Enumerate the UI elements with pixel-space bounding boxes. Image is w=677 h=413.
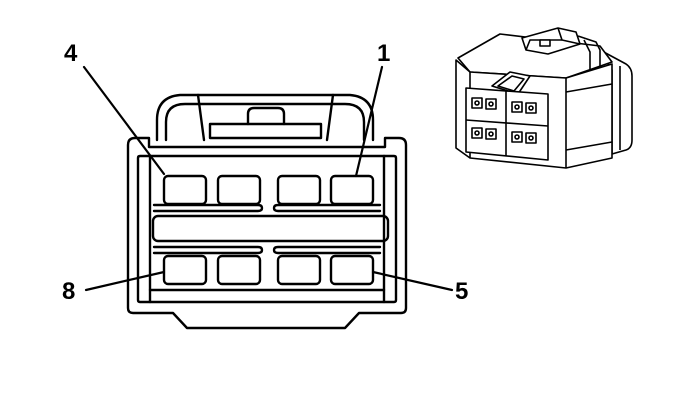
terminal-cavity-2	[276, 174, 322, 206]
leader-line-8	[84, 270, 166, 292]
connector-outer-body	[126, 136, 408, 330]
center-rib	[151, 214, 390, 243]
pin-label-4: 4	[64, 40, 78, 67]
leader-line-5	[371, 270, 454, 292]
connector-inner-cavity	[136, 154, 398, 304]
terminal-row-top	[162, 174, 375, 206]
leader-line-1	[354, 65, 384, 178]
pin-label-5: 5	[455, 278, 468, 305]
terminal-cavity-4	[162, 174, 208, 206]
terminal-cavity-8	[162, 254, 208, 286]
separator-top	[152, 203, 264, 213]
separator-bottom	[152, 245, 264, 255]
terminal-cavity-1	[329, 174, 375, 206]
terminal-cavity-3	[216, 174, 262, 206]
connector-isometric-view	[455, 27, 633, 169]
leader-line-4	[82, 65, 166, 176]
lock-tab-housing	[155, 93, 375, 142]
terminal-cavity-6	[276, 254, 322, 286]
terminal-cavity-5	[329, 254, 375, 286]
pin-label-1: 1	[377, 40, 390, 67]
terminal-cavity-7	[216, 254, 262, 286]
pin-label-8: 8	[62, 278, 75, 305]
connector-face-view: 4 1 8 5	[62, 40, 468, 330]
terminal-row-bottom	[162, 254, 375, 286]
